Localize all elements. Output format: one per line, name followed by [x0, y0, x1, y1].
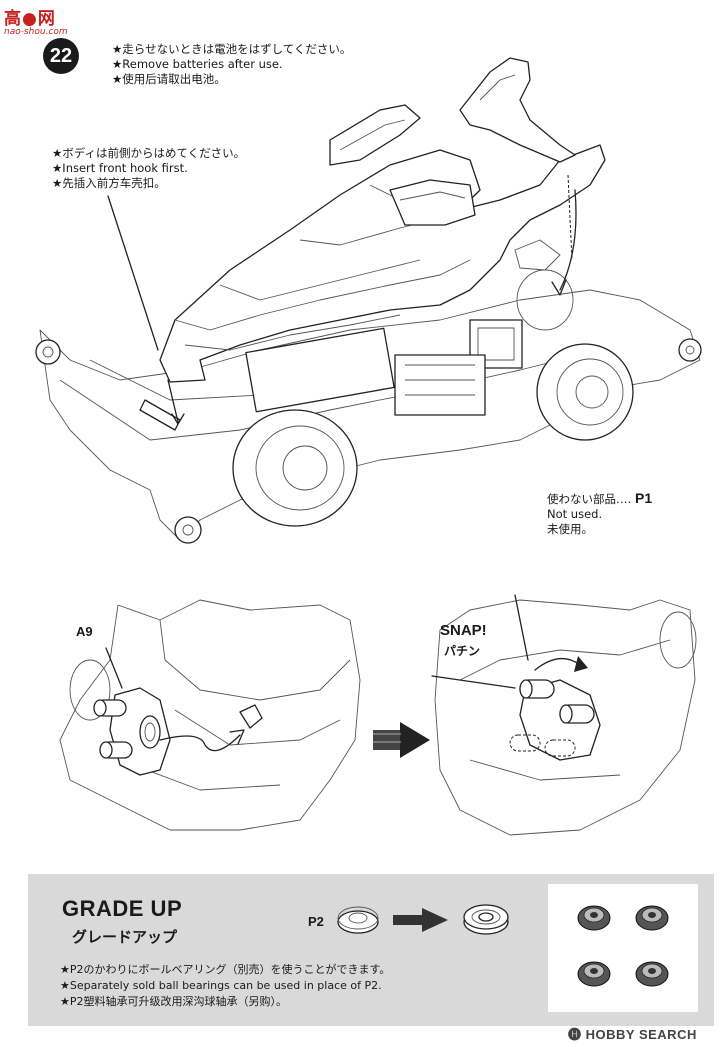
watermark-url: nao-shou.com — [4, 27, 68, 37]
unused-parts-note: 使わない部品‥‥ P1 Not used. 未使用。 — [547, 491, 652, 537]
bearing-photo — [548, 884, 698, 1012]
grade-up-notes: ★P2のかわりにボールベアリング（別売）を使うことができます。 ★Separat… — [60, 962, 390, 1010]
grade-up-title: GRADE UP — [62, 896, 183, 921]
battery-note-cn: ★使用后请取出电池。 — [112, 72, 226, 86]
snap-label-jp: パチン — [444, 644, 481, 658]
body-note-en: ★Insert front hook first. — [52, 161, 188, 175]
unused-en: Not used. — [547, 507, 603, 521]
battery-note-en: ★Remove batteries after use. — [112, 57, 283, 71]
grade-up-title-jp: グレードアップ — [72, 928, 178, 946]
unused-part-code: P1 — [635, 490, 653, 506]
body-note: ★ボディは前側からはめてください。 ★Insert front hook fir… — [52, 146, 245, 191]
grade-up-note-cn: ★P2塑料轴承可升级改用深沟球轴承（另购）。 — [60, 995, 287, 1008]
snap-label: SNAP! — [440, 622, 487, 639]
unused-jp: 使わない部品‥‥ — [547, 492, 632, 506]
unused-cn: 未使用。 — [547, 522, 593, 536]
site-watermark: 高●网 nao-shou.com — [4, 4, 68, 37]
battery-note-jp: ★走らせないときは電池をはずしてください。 — [112, 42, 352, 56]
grade-up-note-en: ★Separately sold ball bearings can be us… — [60, 979, 382, 992]
battery-note: ★走らせないときは電池をはずしてください。 ★Remove batteries … — [112, 42, 351, 87]
part-label-p2: P2 — [308, 914, 324, 929]
body-note-jp: ★ボディは前側からはめてください。 — [52, 146, 246, 160]
hobby-search-text: HOBBY SEARCH — [585, 1027, 697, 1042]
body-note-cn: ★先插入前方车壳扣。 — [52, 176, 166, 190]
step-number-badge: 22 — [43, 38, 79, 74]
grade-up-note-jp: ★P2のかわりにボールベアリング（別売）を使うことができます。 — [60, 963, 391, 976]
part-label-a9: A9 — [76, 624, 93, 639]
hobby-search-watermark: 🅗 HOBBY SEARCH — [568, 1024, 697, 1043]
hobby-search-icon: 🅗 — [568, 1027, 586, 1042]
bearing-photo-graphic — [577, 905, 669, 987]
watermark-brand: 高●网 — [4, 9, 56, 29]
